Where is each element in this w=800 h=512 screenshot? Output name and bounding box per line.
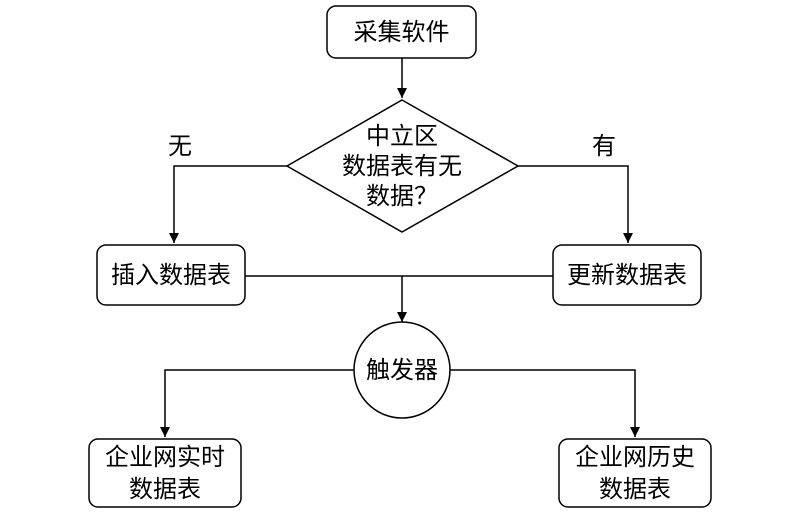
edge-trigger-to-history [450,369,640,437]
realtime-table-label-line2: 数据表 [129,475,201,503]
trigger-label: 触发器 [366,356,438,384]
node-history-table [558,438,712,508]
node-realtime-table [88,438,242,508]
edge-label-no: 无 [168,132,192,160]
insert-table-label: 插入数据表 [111,261,231,289]
edge-label-yes: 有 [592,132,616,160]
node-trigger [353,321,451,419]
node-collect-software [326,5,477,59]
edge-trigger-to-realtime [160,369,354,437]
edge-decision-to-update [518,165,633,243]
decision-label-line1: 中立区 [366,122,438,150]
edge-decision-to-insert [169,165,287,243]
decision-label-line2: 数据表有无 [342,152,462,180]
realtime-table-label-line1: 企业网实时 [105,443,225,471]
history-table-label-line1: 企业网历史 [575,443,695,471]
decision-label-line3: 数据？ [366,182,438,210]
collect-software-label: 采集软件 [353,18,450,46]
history-table-label-line2: 数据表 [599,475,671,503]
update-table-label: 更新数据表 [567,261,687,289]
node-insert-table [96,244,246,306]
node-update-table [552,244,702,306]
node-decision-diamond [285,99,520,233]
